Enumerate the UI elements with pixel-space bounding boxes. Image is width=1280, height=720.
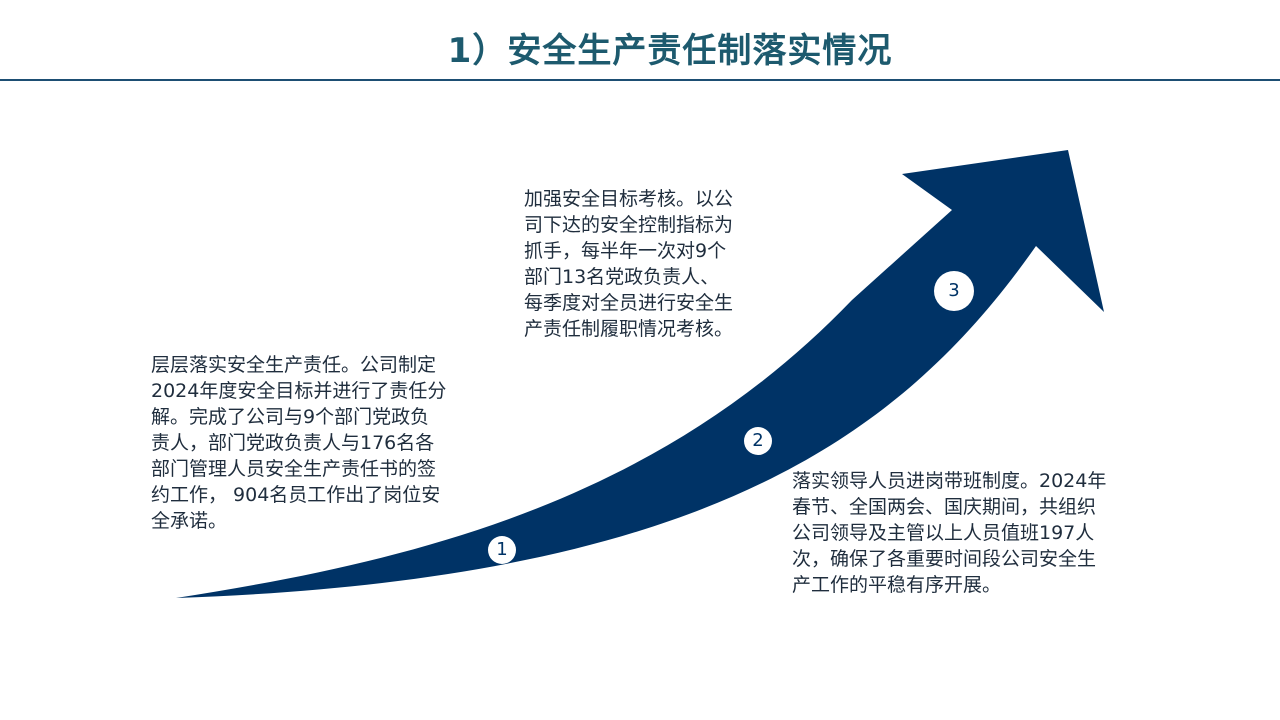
- step-3-marker: 3: [934, 271, 974, 311]
- step-1-line: 约工作， 904名员工作出了岗位安: [151, 484, 441, 506]
- step-2-marker: 2: [744, 427, 772, 455]
- step-1-line: 部门管理人员安全生产责任书的签: [151, 458, 437, 480]
- step-2-line: 次，确保了各重要时间段公司安全生: [792, 548, 1097, 570]
- step-2-text: 落实领导人员进岗带班制度。2024年 春节、全国两会、国庆期间，共组织 公司领导…: [792, 468, 1106, 598]
- step-1-marker: 1: [488, 536, 516, 564]
- step-2-line: 春节、全国两会、国庆期间，共组织: [792, 496, 1097, 518]
- step-3-line: 加强安全目标考核。以公: [524, 188, 734, 210]
- step-3-line: 司下达的安全控制指标为: [524, 214, 734, 236]
- step-2-line: 产工作的平稳有序开展。: [792, 574, 1002, 596]
- step-2-line: 公司领导及主管以上人员值班197人: [792, 522, 1095, 544]
- title-divider: [0, 79, 1280, 81]
- step-1-line: 2024年度安全目标并进行了责任分: [151, 380, 447, 402]
- step-1-text: 层层落实安全生产责任。公司制定 2024年度安全目标并进行了责任分 解。完成了公…: [151, 352, 446, 534]
- step-3-line: 抓手，每半年一次对9个: [524, 240, 727, 262]
- step-1-line: 全承诺。: [151, 510, 228, 532]
- step-3-line: 产责任制履职情况考核。: [524, 318, 734, 340]
- step-2-line: 落实领导人员进岗带班制度。2024年: [792, 470, 1107, 492]
- step-3-line: 每季度对全员进行安全生: [524, 292, 734, 314]
- arrow-shape: [176, 150, 1104, 598]
- step-1-line: 责人，部门党政负责人与176名各: [151, 432, 435, 454]
- step-1-line: 层层落实安全生产责任。公司制定: [151, 354, 437, 376]
- step-1-line: 解。完成了公司与9个部门党政负: [151, 406, 430, 428]
- page-title: 1）安全生产责任制落实情况: [447, 31, 893, 71]
- step-3-line: 部门13名党政负责人、: [524, 266, 720, 288]
- step-3-text: 加强安全目标考核。以公 司下达的安全控制指标为 抓手，每半年一次对9个 部门13…: [524, 186, 733, 342]
